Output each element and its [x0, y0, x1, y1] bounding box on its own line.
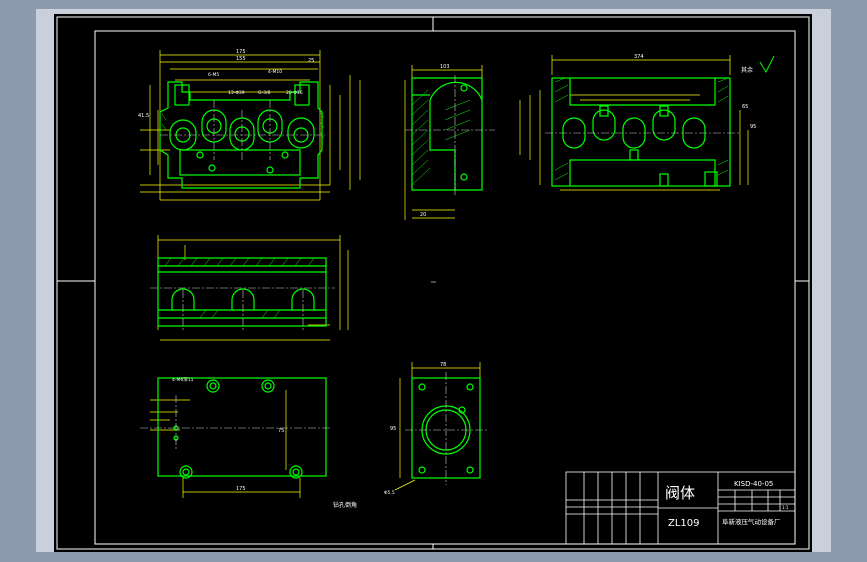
dim-side-bottom: 20 [420, 212, 426, 218]
dim-top-right-width: 374 [634, 54, 644, 60]
material: ZL109 [668, 518, 700, 529]
company-name: 阜新液压气动设备厂 [722, 517, 781, 526]
view-label-bottom-left: 钻孔倒角 [333, 501, 357, 509]
drawing-number: KISD-40-05 [734, 480, 773, 488]
longitudinal-section-view [519, 55, 775, 191]
callout-thread-1: 6-M5 [208, 72, 219, 78]
dim-right-height-2: 95 [750, 124, 756, 130]
dim-left-small: 41.5 [138, 113, 149, 119]
dim-end-height: 95 [390, 426, 396, 432]
dim-side-width: 103 [440, 64, 450, 70]
surface-note: Φ5.5 [384, 490, 395, 496]
callout-thread-2: 4-M10 [268, 69, 282, 75]
callout-thread-3: 13-Φ39 [228, 90, 245, 96]
part-name: 阀体 [665, 484, 695, 502]
end-view [394, 362, 488, 491]
dim-right-height-1: 65 [742, 104, 748, 110]
front-view [140, 50, 361, 201]
drawing-sheet [54, 14, 812, 552]
bottom-plan-view [140, 377, 330, 498]
callout-thread-4: G-3/8 [258, 90, 270, 96]
top-view [150, 235, 349, 341]
scale: 1:1 [782, 505, 789, 510]
inner-border [94, 30, 796, 545]
dim-front-height: 25 [308, 58, 314, 64]
title-block [565, 471, 796, 545]
dim-front-inner: 155 [236, 56, 246, 62]
dim-front-width: 175 [236, 49, 246, 55]
dim-end-width: 78 [440, 362, 446, 368]
roughness-note: 其余 [741, 66, 753, 74]
hole-callout: 4-M6深11 [172, 376, 194, 383]
dim-bottom-plan-height: 75 [278, 428, 284, 434]
dim-bottom-plan-width: 175 [236, 486, 246, 492]
side-section-view [404, 65, 495, 220]
callout-thread-5: 20-Φ16 [286, 90, 303, 96]
